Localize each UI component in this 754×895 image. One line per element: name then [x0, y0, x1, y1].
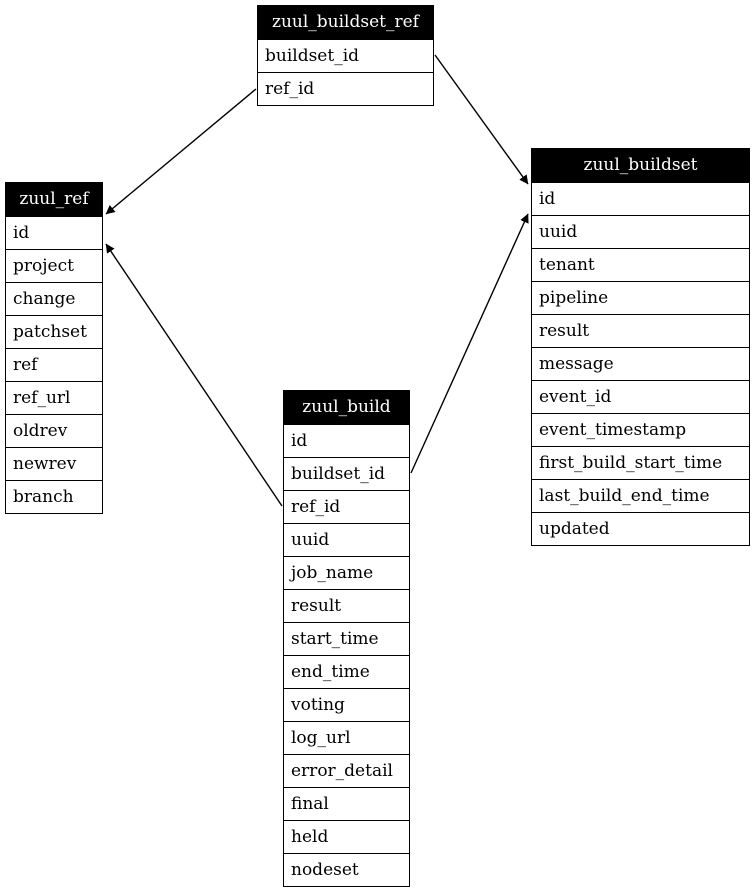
field-zuul_build-start_time: start_time [284, 622, 409, 655]
field-zuul_buildset-updated: updated [532, 512, 749, 545]
field-zuul_buildset_ref-buildset_id: buildset_id [258, 39, 433, 72]
field-zuul_buildset-first_build_start_time: first_build_start_time [532, 446, 749, 479]
field-zuul_buildset-uuid: uuid [532, 215, 749, 248]
field-zuul_build-nodeset: nodeset [284, 853, 409, 886]
field-zuul_build-voting: voting [284, 688, 409, 721]
field-zuul_buildset-result: result [532, 314, 749, 347]
field-zuul_build-result: result [284, 589, 409, 622]
edge-build-to-ref [105, 243, 283, 507]
field-zuul_ref-id: id [6, 216, 102, 249]
field-zuul_build-log_url: log_url [284, 721, 409, 754]
edge-buildset_ref-to-ref [105, 88, 257, 215]
field-zuul_ref-project: project [6, 249, 102, 282]
field-zuul_build-held: held [284, 820, 409, 853]
field-zuul_build-error_detail: error_detail [284, 754, 409, 787]
field-zuul_build-end_time: end_time [284, 655, 409, 688]
field-zuul_ref-oldrev: oldrev [6, 414, 102, 447]
field-zuul_ref-ref_url: ref_url [6, 381, 102, 414]
field-zuul_ref-ref: ref [6, 348, 102, 381]
field-zuul_buildset-event_id: event_id [532, 380, 749, 413]
field-zuul_build-ref_id: ref_id [284, 490, 409, 523]
entity-title-zuul_buildset: zuul_buildset [532, 149, 749, 182]
field-zuul_build-uuid: uuid [284, 523, 409, 556]
field-zuul_build-final: final [284, 787, 409, 820]
field-zuul_buildset-pipeline: pipeline [532, 281, 749, 314]
field-zuul_buildset-message: message [532, 347, 749, 380]
field-zuul_buildset_ref-ref_id: ref_id [258, 72, 433, 105]
field-zuul_buildset-id: id [532, 182, 749, 215]
edge-buildset_ref-to-buildset [434, 54, 529, 185]
field-zuul_build-id: id [284, 424, 409, 457]
field-zuul_build-buildset_id: buildset_id [284, 457, 409, 490]
field-zuul_buildset-event_timestamp: event_timestamp [532, 413, 749, 446]
field-zuul_ref-change: change [6, 282, 102, 315]
edge-build-to-buildset [410, 213, 529, 474]
entity-title-zuul_buildset_ref: zuul_buildset_ref [258, 6, 433, 39]
field-zuul_build-job_name: job_name [284, 556, 409, 589]
entity-title-zuul_ref: zuul_ref [6, 183, 102, 216]
field-zuul_ref-patchset: patchset [6, 315, 102, 348]
field-zuul_ref-newrev: newrev [6, 447, 102, 480]
field-zuul_ref-branch: branch [6, 480, 102, 513]
field-zuul_buildset-last_build_end_time: last_build_end_time [532, 479, 749, 512]
entity-title-zuul_build: zuul_build [284, 391, 409, 424]
field-zuul_buildset-tenant: tenant [532, 248, 749, 281]
